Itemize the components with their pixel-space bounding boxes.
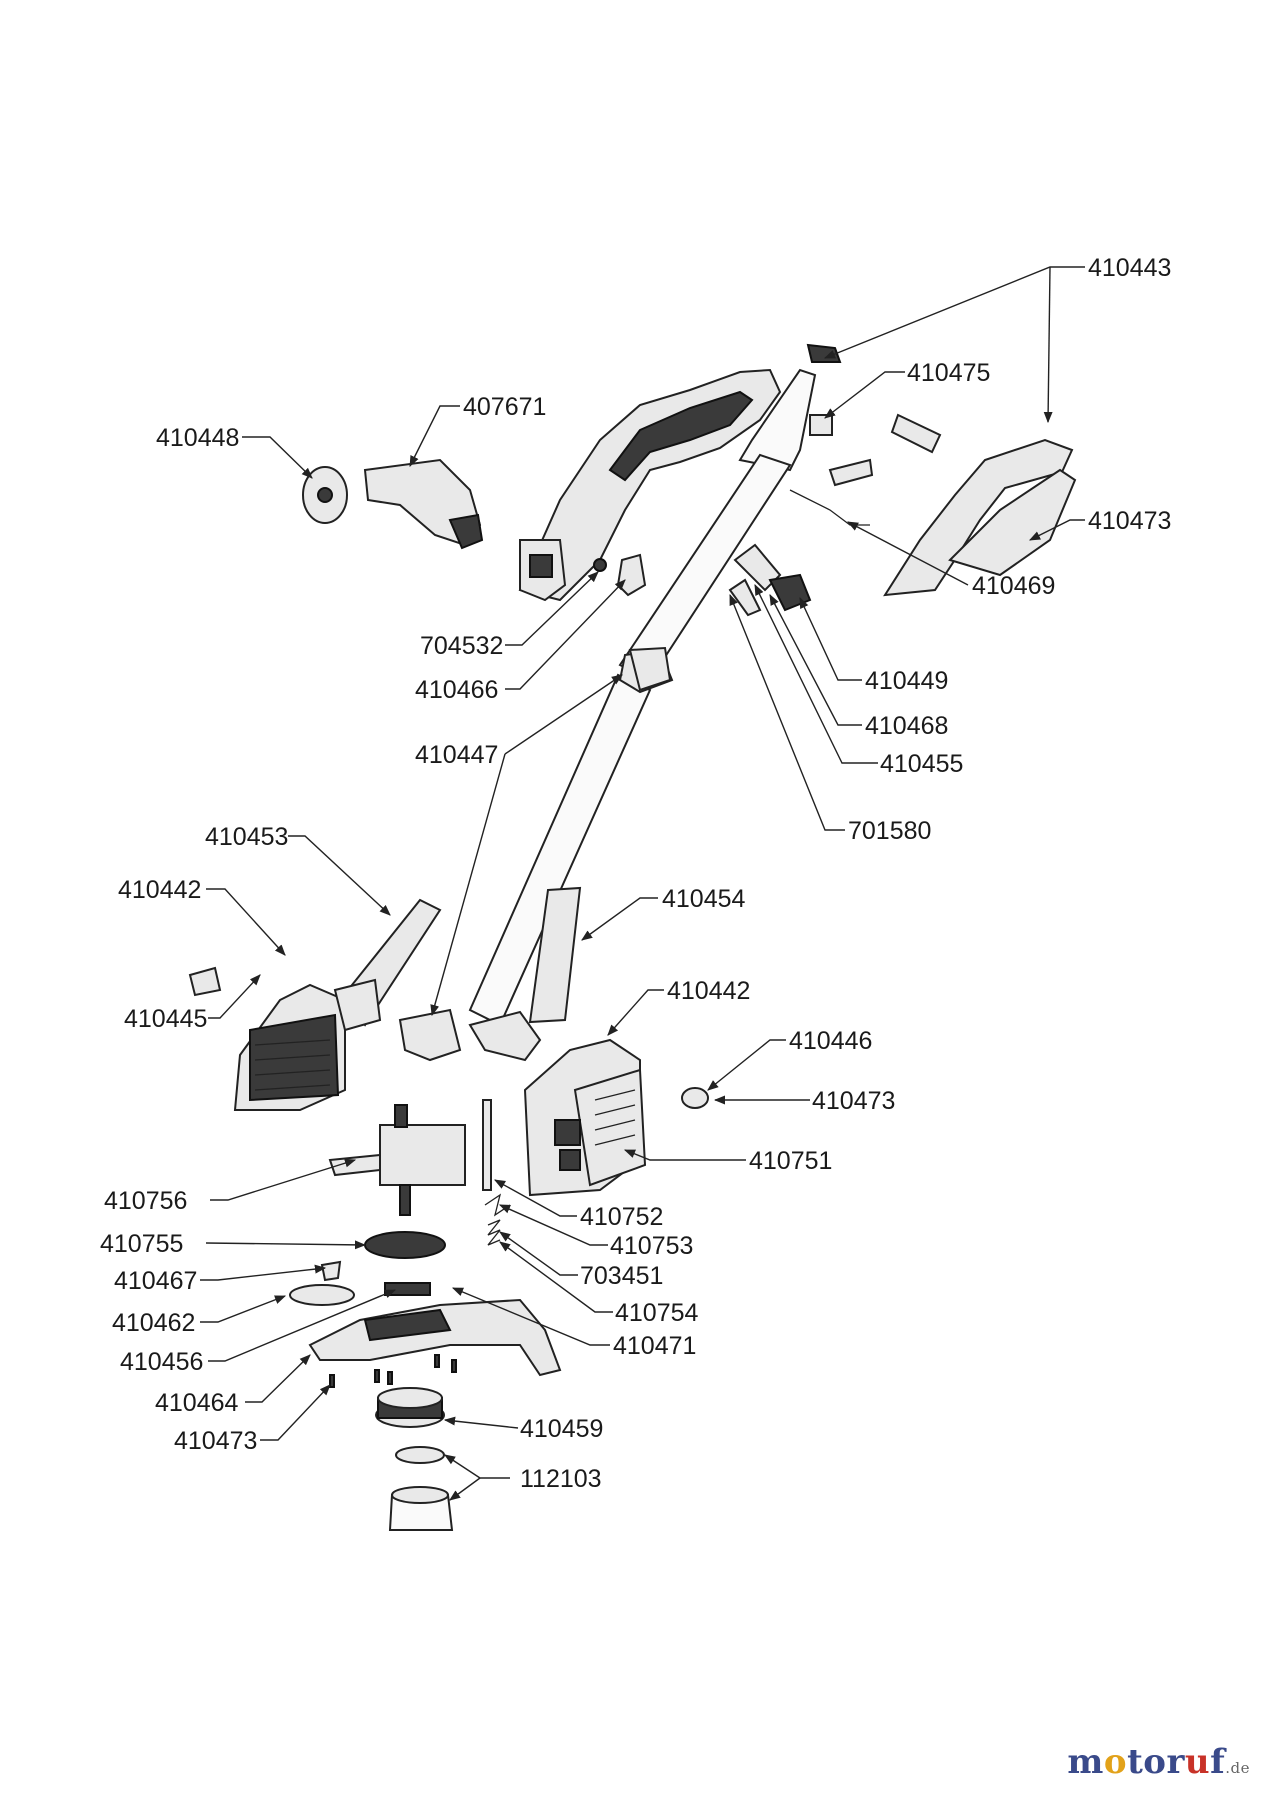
label-410448: 410448 (156, 424, 239, 452)
watermark-o2: u (1184, 1742, 1211, 1782)
part-410454-channel (528, 886, 582, 1024)
watermark-tld: .de (1225, 1759, 1250, 1777)
label-410447: 410447 (415, 741, 498, 769)
label-410462: 410462 (112, 1309, 195, 1337)
part-410475-switch (809, 414, 833, 436)
part-410456-blade (384, 1282, 431, 1296)
watermark-tor: tor (1127, 1742, 1185, 1782)
part-112103-spool-cap (388, 1446, 454, 1531)
shaft-end-cups (398, 1008, 542, 1062)
part-410456-guard (308, 1298, 562, 1377)
label-410752: 410752 (580, 1203, 663, 1231)
part-704532-nut (593, 558, 607, 572)
label-410755: 410755 (100, 1230, 183, 1258)
label-410468: 410468 (865, 712, 948, 740)
label-410751: 410751 (749, 1147, 832, 1175)
part-410753-wire (484, 1193, 511, 1217)
part-410446-bearing (681, 1087, 709, 1109)
label-410467: 410467 (114, 1267, 197, 1295)
label-410473-top: 410473 (1088, 507, 1171, 535)
watermark-f: f (1210, 1742, 1226, 1782)
upper-handle-housing (518, 368, 782, 602)
label-410473-mid: 410473 (812, 1087, 895, 1115)
watermark-o1: o (1103, 1742, 1128, 1782)
label-112103: 112103 (520, 1465, 602, 1493)
label-410753: 410753 (610, 1232, 693, 1260)
label-410446: 410446 (789, 1027, 872, 1055)
part-labels: 410443 410475 407671 410448 410473 41046… (100, 254, 1171, 1493)
screws (329, 1354, 457, 1388)
motoruf-watermark: motoruf.de (1067, 1742, 1250, 1782)
label-410454: 410454 (662, 885, 746, 913)
label-410473-bottom: 410473 (174, 1427, 257, 1455)
label-410459: 410459 (520, 1415, 603, 1443)
motor-assembly (328, 1104, 466, 1216)
label-410456: 410456 (120, 1348, 203, 1376)
label-703451: 703451 (580, 1262, 663, 1290)
watermark-m: m (1067, 1742, 1104, 1782)
part-410462-washer (289, 1284, 355, 1306)
lower-motor-housing-left (233, 983, 346, 1111)
part-410448-knob (302, 466, 348, 524)
label-410455: 410455 (880, 750, 963, 778)
label-410475: 410475 (907, 359, 990, 387)
part-410752-pin (482, 1099, 492, 1191)
label-701580: 701580 (848, 817, 931, 845)
lower-motor-housing-right (523, 1038, 647, 1197)
part-410459-spool (375, 1387, 445, 1428)
label-410756: 410756 (104, 1187, 187, 1215)
auxiliary-handle (728, 413, 1077, 617)
label-410453: 410453 (205, 823, 288, 851)
label-410449: 410449 (865, 667, 948, 695)
part-703451-spring (487, 1219, 501, 1246)
label-410442-left: 410442 (118, 876, 201, 904)
part-407671-cover (363, 458, 484, 550)
part-410467-screw (320, 1260, 342, 1282)
part-410445-axle (188, 966, 222, 997)
main-shaft (468, 368, 817, 1027)
label-407671: 407671 (463, 393, 546, 421)
part-410453-bracket (333, 898, 442, 1032)
part-410447-collar (628, 646, 672, 692)
part-410466-clip (616, 553, 647, 597)
label-410443: 410443 (1088, 254, 1171, 282)
label-704532: 704532 (420, 632, 503, 660)
label-410469: 410469 (972, 572, 1055, 600)
label-410445: 410445 (124, 1005, 207, 1033)
label-410754: 410754 (615, 1299, 699, 1327)
label-410471: 410471 (613, 1332, 696, 1360)
label-410466: 410466 (415, 676, 498, 704)
label-410442-right: 410442 (667, 977, 750, 1005)
label-410464: 410464 (155, 1389, 239, 1417)
leader-lines (200, 266, 1085, 1501)
part-410755-disc (364, 1231, 446, 1259)
